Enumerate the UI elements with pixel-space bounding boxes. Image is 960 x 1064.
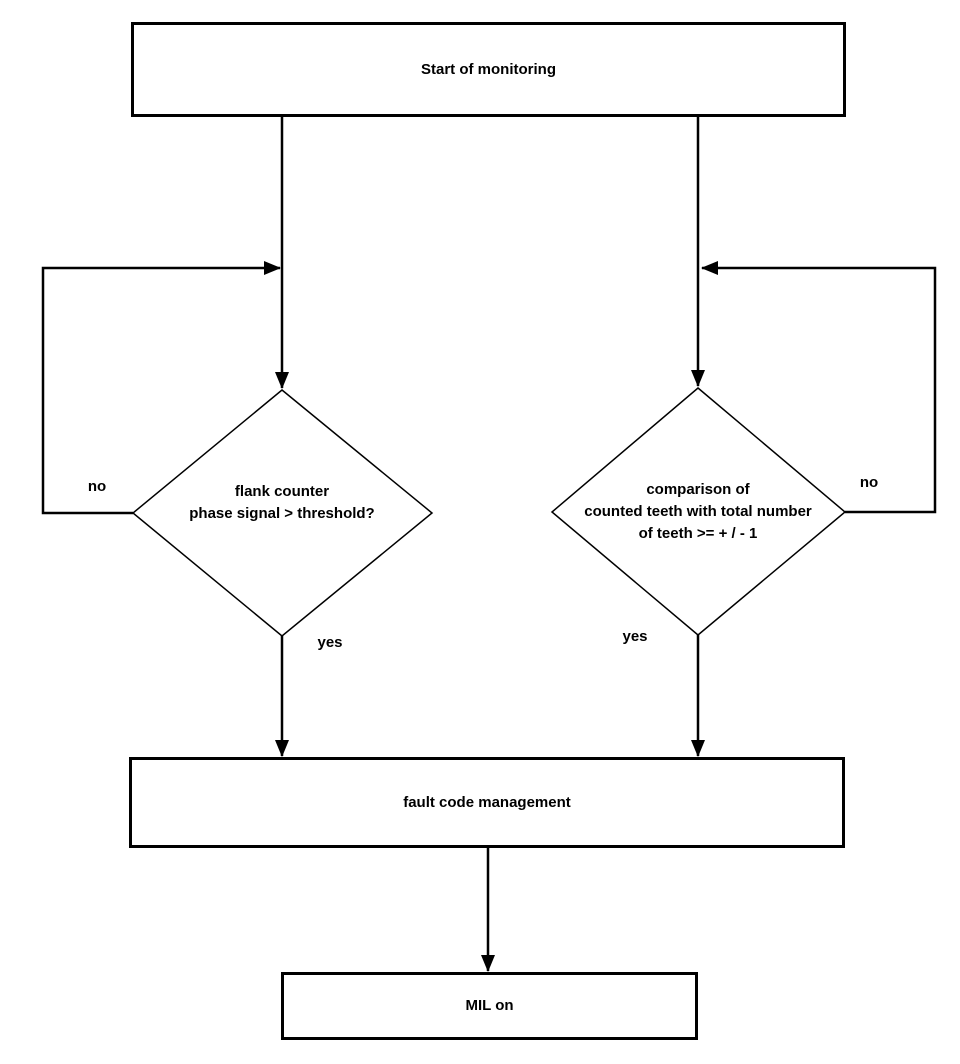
left-decision-line2: phase signal > threshold? — [189, 505, 375, 522]
edge-right-decision-no-loop — [701, 261, 937, 514]
left-decision-diamond — [131, 389, 434, 637]
right-decision-diamond — [550, 387, 847, 636]
fault-label: fault code management — [403, 793, 571, 811]
start-label: Start of monitoring — [421, 60, 556, 78]
mil-label: MIL on — [465, 997, 514, 1014]
edge-label-no-right: no — [859, 474, 879, 491]
right-decision-line1: comparison of — [646, 481, 750, 498]
node-fault-code-management: fault code management — [129, 757, 845, 848]
node-mil-on: MIL on — [281, 972, 698, 1040]
left-decision-line1: flank counter — [234, 483, 330, 500]
node-start-of-monitoring: Start of monitoring — [131, 22, 846, 117]
edge-label-yes-left: yes — [317, 634, 343, 651]
right-decision-line2: counted teeth with total number — [584, 503, 812, 520]
right-decision-label: comparison of counted teeth with total n… — [584, 479, 812, 545]
edge-label-yes-right: yes — [622, 628, 648, 645]
edge-label-no-left: no — [87, 478, 107, 495]
right-decision-line3: of teeth >= + / - 1 — [638, 525, 758, 542]
edge-left-decision-no-loop — [41, 261, 281, 515]
left-decision-label: flank counter phase signal > threshold? — [189, 481, 374, 525]
